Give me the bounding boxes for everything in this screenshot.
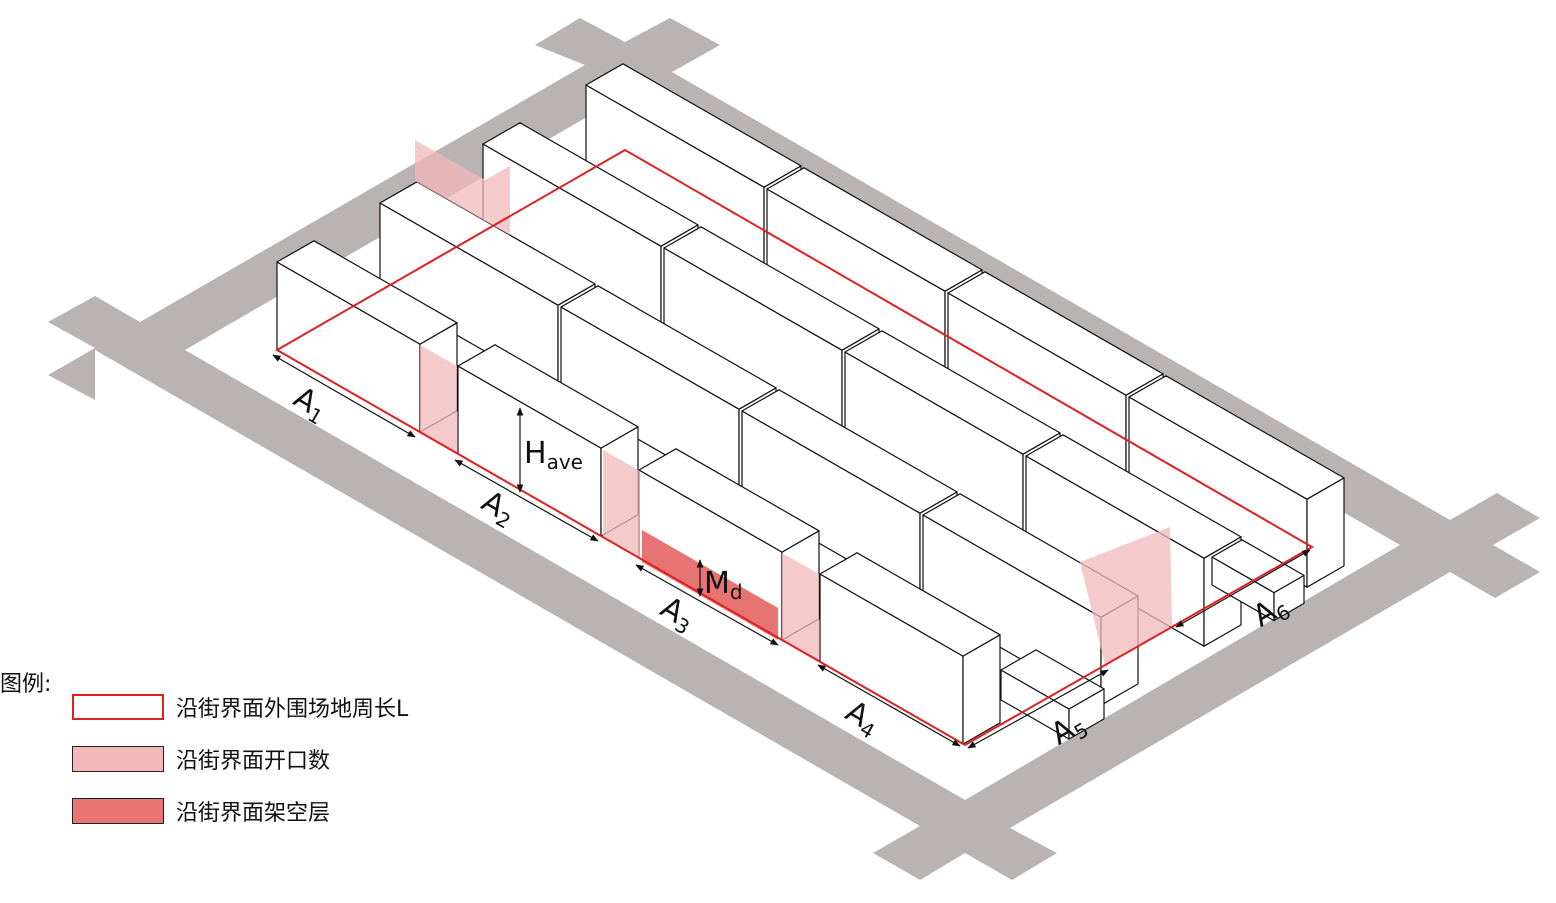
building-c3-r0-roof [585, 63, 802, 188]
legend-title: 图例: [0, 672, 52, 697]
street-opening-front [782, 553, 819, 662]
legend-label: 沿街界面架空层 [176, 801, 331, 826]
building-c1-r2-roof [741, 389, 958, 514]
legend-label: 沿街界面开口数 [176, 749, 331, 774]
building-c0-r1-roof [457, 344, 639, 449]
building-c0-r0-roof [276, 240, 458, 345]
dimension-arrow-a4 [817, 664, 961, 747]
building-c0-r2-roof [638, 448, 820, 553]
legend-item-perimeter: 沿街界面外围场地周长L [72, 691, 408, 723]
building-c3-r3-roof [1128, 375, 1345, 500]
street-opening-front [420, 345, 457, 454]
building-c2-r3-roof [1025, 434, 1242, 559]
legend-item-stilt: 沿街界面架空层 [72, 795, 330, 827]
dimension-arrow-a6 [1175, 549, 1311, 628]
street-opening-left [415, 140, 510, 235]
building-c2-r1-roof [663, 226, 880, 351]
building-c3-r1-roof [766, 167, 983, 292]
legend-label: 沿街界面外围场地周长L [176, 697, 409, 722]
dimension-arrow-a2 [454, 459, 599, 542]
building-c1-r0-roof [379, 181, 596, 306]
street-opening-front [603, 450, 640, 559]
legend-swatch-opening [72, 746, 164, 772]
label-md: Md [704, 566, 743, 604]
street-opening-right [1080, 527, 1172, 665]
dimension-arrow-a5 [967, 669, 1109, 749]
dimension-arrow-a1 [272, 354, 416, 438]
building-c3-r2-roof [947, 271, 1164, 396]
building-c2-r2-roof [844, 330, 1061, 455]
dimension-arrow-a3 [635, 564, 779, 646]
legend-swatch-perimeter [72, 694, 164, 720]
label-have: Have [524, 436, 583, 474]
legend-item-opening: 沿街界面开口数 [72, 743, 330, 775]
building-c0-r3-roof [819, 552, 1001, 657]
building-c1-r1-roof [560, 285, 777, 410]
legend-swatch-stilt [72, 798, 164, 824]
building-c2-r0-roof [482, 122, 699, 247]
